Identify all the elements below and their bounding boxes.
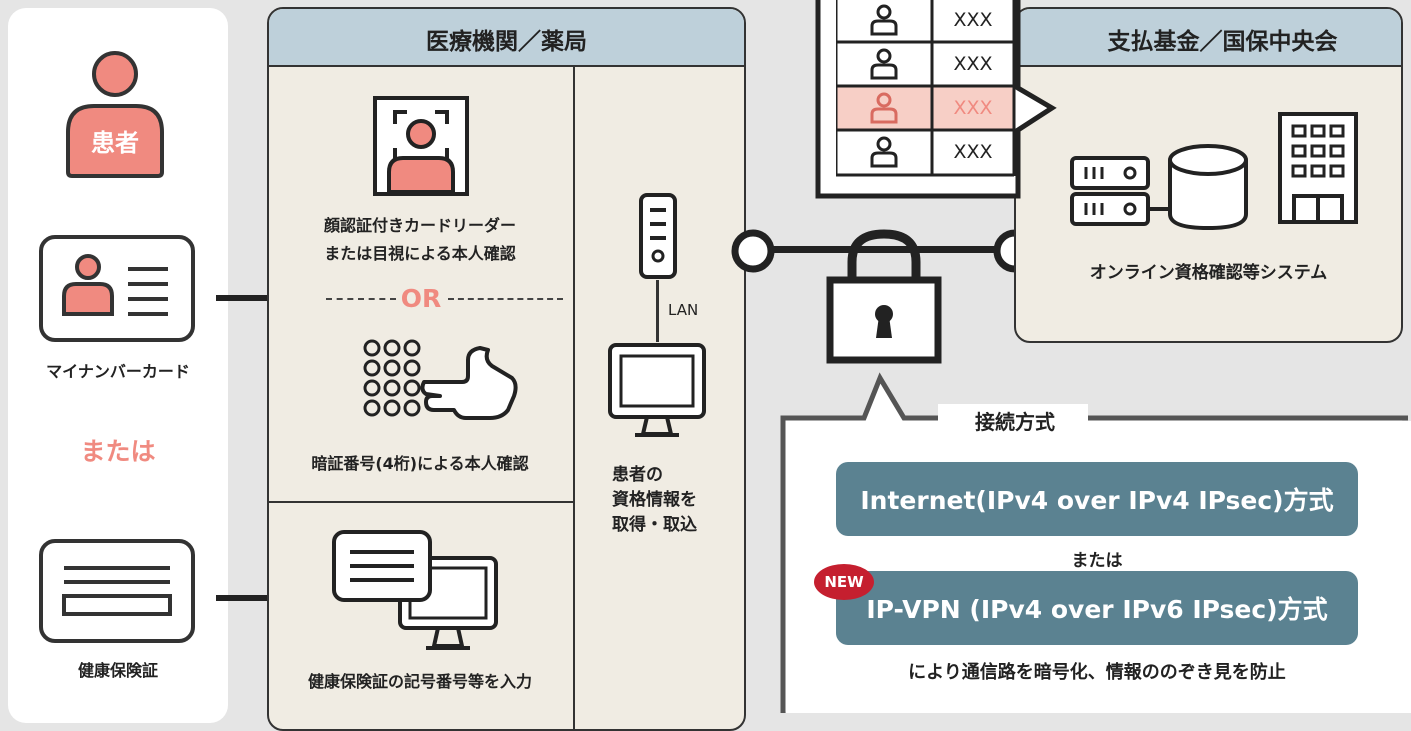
patient-badge-label: 患者	[91, 129, 139, 157]
insurance-input-monitors-icon	[332, 530, 498, 650]
or-dash-left	[326, 298, 396, 300]
acquire-label-line1: 患者の	[612, 465, 663, 485]
mynumber-card-icon	[39, 235, 195, 342]
server-tower-icon	[639, 193, 677, 279]
lan-label: LAN	[668, 301, 699, 319]
lan-line	[656, 280, 659, 342]
medical-header	[269, 9, 744, 67]
record-value-4: XXX	[953, 141, 993, 163]
fund-header	[1016, 9, 1401, 67]
record-value-2: XXX	[953, 53, 993, 75]
patient-person-icon	[66, 51, 164, 178]
connection-node-left-icon	[731, 229, 775, 273]
online-system-label: オンライン資格確認等システム	[1089, 263, 1328, 283]
lock-icon	[826, 229, 942, 364]
method-internet-pill: Internet(IPv4 over IPv4 IPsec)方式	[836, 462, 1358, 536]
database-icon	[1158, 144, 1248, 231]
acquire-label-line3: 取得・取込	[612, 515, 697, 535]
connection-line	[756, 246, 1012, 253]
terminal-monitor-icon	[608, 343, 706, 437]
connection-method-title: 接続方式	[975, 410, 1055, 434]
patient-or-label: または	[80, 437, 156, 466]
encryption-footer-label: により通信路を暗号化、情報ののぞき見を防止	[908, 662, 1286, 683]
pin-label: 暗証番号(4桁)による本人確認	[311, 454, 529, 473]
medical-title: 医療機関／薬局	[426, 29, 587, 55]
servers-icon	[1070, 156, 1158, 226]
records-table	[836, 0, 1016, 177]
new-badge: NEW	[814, 564, 874, 600]
building-icon	[1278, 112, 1358, 224]
mynumber-card-label: マイナンバーカード	[46, 362, 190, 381]
medical-row-divider	[269, 501, 573, 503]
fund-title: 支払基金／国保中央会	[1107, 29, 1338, 55]
face-reader-label-line1: 顔認証付きカードリーダー	[323, 216, 516, 235]
insurance-card-icon	[39, 539, 195, 643]
face-reader-label-line2: または目視による本人確認	[324, 244, 516, 263]
acquire-label-line2: 資格情報を	[612, 490, 697, 510]
method-ipvpn-pill: IP-VPN (IPv4 over IPv6 IPsec)方式	[836, 571, 1358, 645]
insurance-input-label: 健康保険証の記号番号等を入力	[307, 672, 532, 691]
medical-column-divider	[573, 67, 575, 729]
or-dash-right	[448, 298, 563, 300]
method-separator-label: または	[1071, 551, 1123, 571]
insurance-card-label: 健康保険証	[77, 661, 158, 680]
pin-keypad-icon	[363, 339, 518, 420]
record-value-1: XXX	[953, 9, 993, 31]
or-divider-label: OR	[400, 284, 442, 313]
record-value-3-highlighted: XXX	[953, 97, 993, 119]
face-reader-icon	[373, 96, 469, 196]
